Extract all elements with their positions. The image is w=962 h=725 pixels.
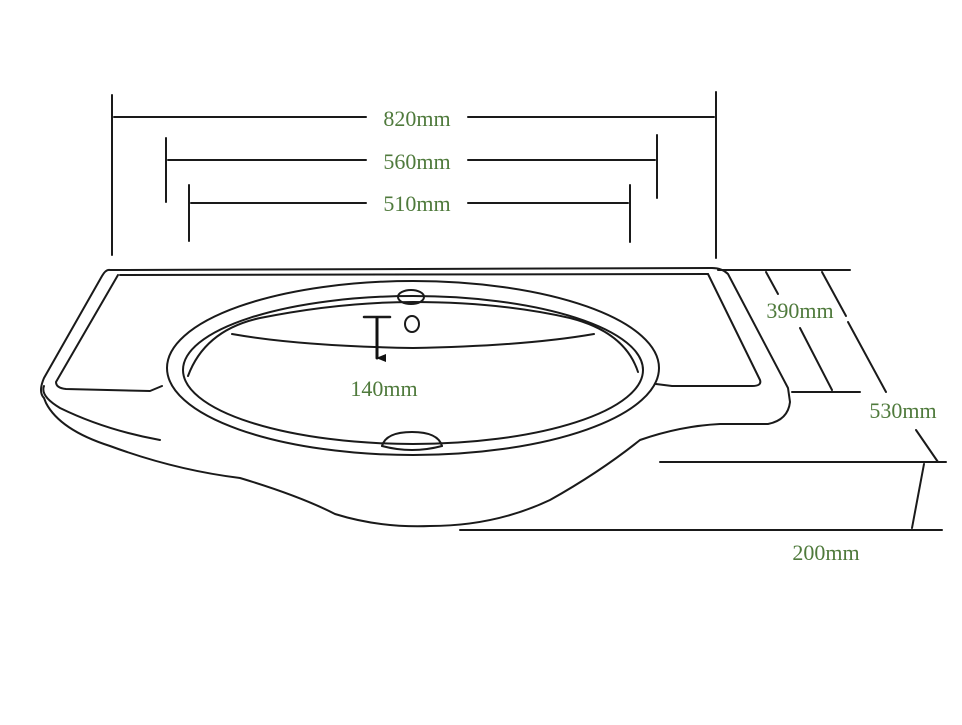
depth-arrow xyxy=(362,315,392,362)
front-rim-line xyxy=(42,385,161,441)
label-total-depth: 530mm xyxy=(869,398,936,423)
label-bowl-depth: 140mm xyxy=(350,376,417,401)
dimension-line-390 xyxy=(765,271,833,391)
label-front-depth: 390mm xyxy=(766,298,833,323)
extension-lines-top xyxy=(111,91,717,259)
deck-inner-line-right xyxy=(655,273,762,387)
label-height: 200mm xyxy=(792,540,859,565)
dimension-line-200 xyxy=(911,463,925,529)
bowl-outer-rim xyxy=(166,280,660,456)
deck-inner-line xyxy=(55,274,163,392)
basin-top-edge xyxy=(40,267,791,528)
label-overall-width: 820mm xyxy=(383,106,450,131)
label-bowl-width: 560mm xyxy=(383,149,450,174)
drain-hole xyxy=(381,431,443,451)
tap-hole xyxy=(397,289,425,305)
basin-outline xyxy=(40,267,791,528)
bowl xyxy=(166,280,660,456)
bowl-basin-curve xyxy=(187,301,639,377)
dimension-line-530 xyxy=(821,271,939,463)
overflow-hole xyxy=(404,315,420,333)
bowl-interior-line xyxy=(231,333,595,349)
deck-top-line xyxy=(119,273,709,276)
bowl-inner-rim xyxy=(182,295,644,445)
extension-lines-right xyxy=(459,269,947,531)
label-inner-width: 510mm xyxy=(383,191,450,216)
